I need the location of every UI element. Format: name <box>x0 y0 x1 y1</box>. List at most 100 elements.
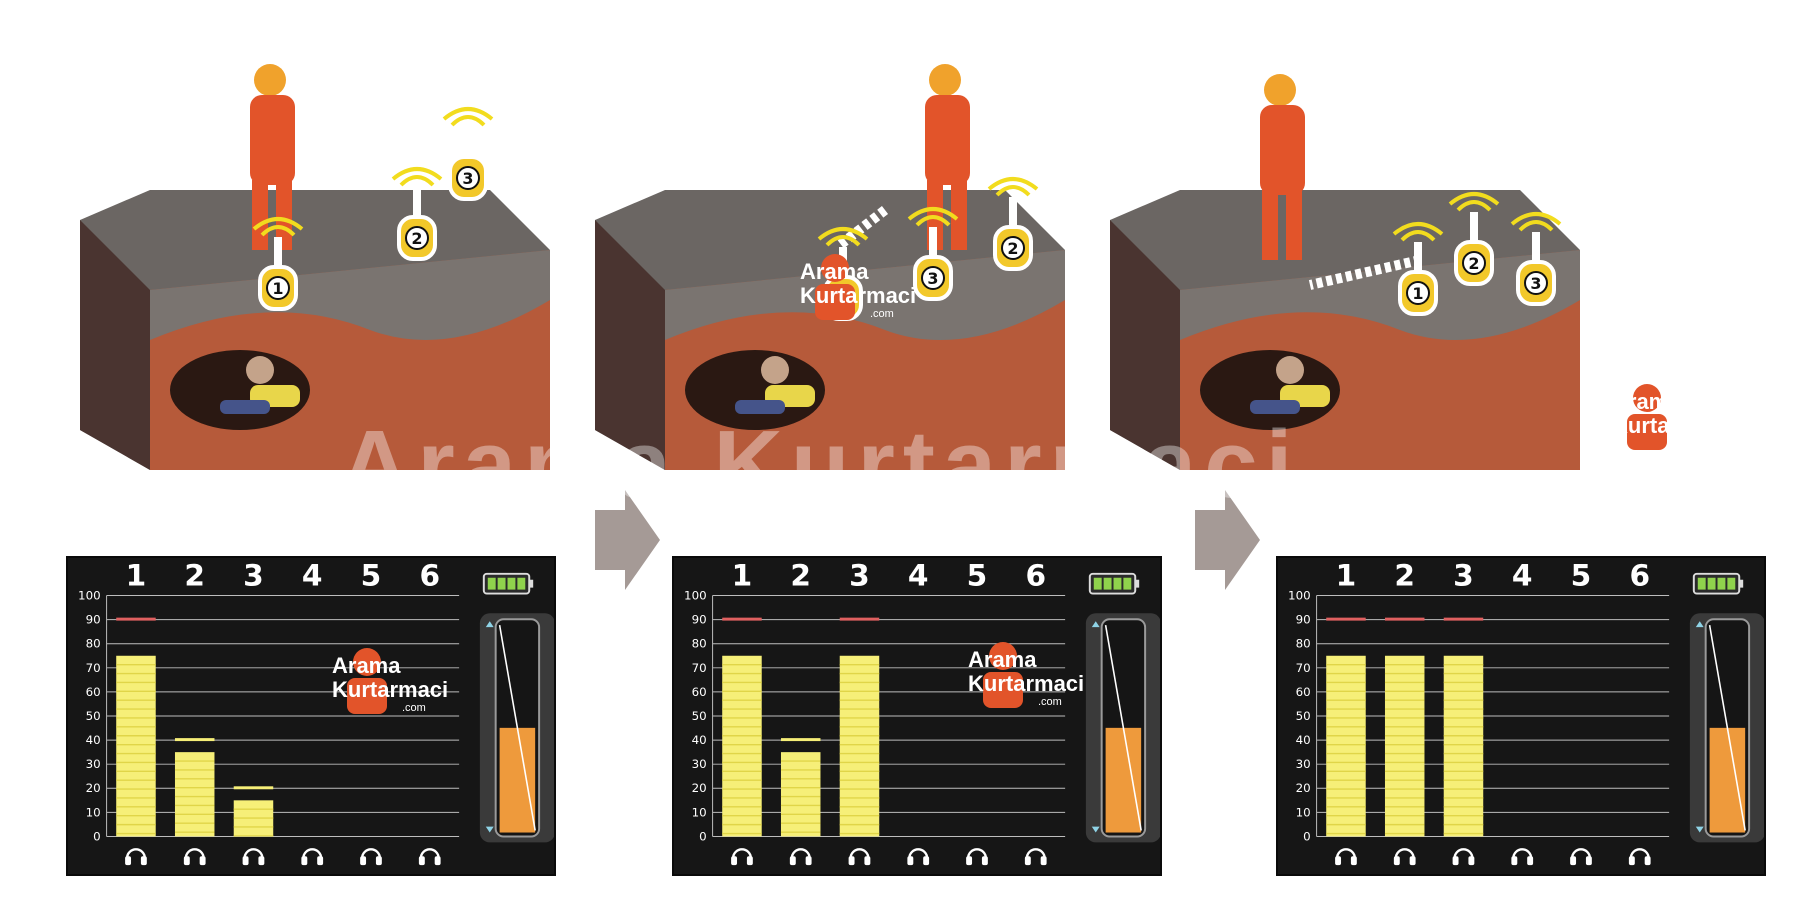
bar <box>839 655 880 837</box>
sensor-probe: 3 <box>442 103 494 203</box>
logo-1: Arama Kurtarmaci .com <box>282 640 452 720</box>
headphones-icon <box>360 848 382 866</box>
headphones-cup <box>1468 856 1475 866</box>
headphones-cup <box>418 856 425 866</box>
battery-cell <box>1103 577 1112 590</box>
headphones-band <box>1394 848 1415 859</box>
headphones-band <box>908 848 929 859</box>
headphones-icon <box>1511 848 1534 866</box>
headphones-cup <box>183 856 190 866</box>
headphones-cup <box>789 856 796 866</box>
channel-label: 4 <box>908 559 929 593</box>
sensor-probe: 2 <box>987 173 1039 273</box>
headphones-icon <box>907 848 930 866</box>
channel-label: 6 <box>419 559 440 593</box>
scene-panel-3 <box>1100 40 1650 540</box>
headphones-cup <box>981 856 988 866</box>
channel-label: 3 <box>849 559 870 593</box>
headphones-cup <box>258 856 265 866</box>
y-tick-label: 40 <box>1296 733 1311 747</box>
headphones-cup <box>301 856 308 866</box>
battery-tip <box>1135 579 1140 588</box>
sensor-probe: 3 <box>1510 208 1562 308</box>
y-tick-label: 50 <box>692 709 707 723</box>
sensor-label: 2 <box>1468 254 1480 273</box>
headphones-cup <box>1393 856 1400 866</box>
y-tick-label: 10 <box>1296 805 1311 819</box>
battery-cell <box>1123 577 1132 590</box>
headphones-band <box>790 848 811 859</box>
headphones-cup <box>360 856 367 866</box>
channel-label: 5 <box>361 559 382 593</box>
logo-2: Arama Kurtarmaci .com <box>918 634 1088 714</box>
channel-label: 2 <box>1394 559 1415 593</box>
step-arrow-1 <box>595 490 665 590</box>
y-tick-label: 60 <box>1296 685 1311 699</box>
headphones-band <box>1512 848 1533 859</box>
battery-icon <box>1088 572 1140 595</box>
scene-panel-1 <box>70 40 620 540</box>
battery-tip <box>529 579 534 588</box>
headphones-band <box>360 848 382 859</box>
logo-line2: Kurtarmaci <box>968 671 1085 696</box>
peak-marker <box>1384 617 1425 621</box>
gain-slope-line <box>498 625 536 831</box>
gain-up-arrow <box>1091 621 1100 628</box>
bar <box>722 655 762 837</box>
logo-line2: Kurtarmaci <box>332 677 449 702</box>
y-tick-label: 50 <box>86 709 101 723</box>
headphones-cup <box>375 856 382 866</box>
void-cavity <box>1200 350 1340 430</box>
logo-4: Arama Kurtarmaci .com <box>1562 376 1732 456</box>
headphones-cup <box>923 856 930 866</box>
bar <box>1384 655 1425 837</box>
victim-head <box>1276 356 1304 384</box>
headphones-icon <box>1628 848 1651 866</box>
headphones-band <box>1453 848 1474 859</box>
victim-head <box>246 356 274 384</box>
battery-cell <box>1707 577 1716 590</box>
y-tick-label: 100 <box>1288 588 1311 602</box>
peak-marker <box>1443 617 1484 621</box>
rescuer-body <box>1260 105 1305 195</box>
headphones-band <box>125 848 147 859</box>
sensor-label: 1 <box>1412 284 1424 303</box>
move-arrow <box>1308 255 1422 290</box>
block-left-face <box>1110 220 1180 470</box>
battery-cell <box>1113 577 1122 590</box>
y-tick-label: 10 <box>86 805 101 819</box>
rescuer-leg <box>951 180 967 250</box>
headphones-icon <box>966 848 988 866</box>
y-tick-label: 0 <box>93 829 101 843</box>
battery-tip <box>1739 579 1744 588</box>
y-tick-label: 70 <box>86 661 101 675</box>
bar <box>780 752 821 837</box>
headphones-cup <box>731 856 738 866</box>
logo-line3: .com <box>1038 696 1062 708</box>
peak-marker <box>839 617 880 621</box>
gain-fill <box>1709 727 1746 833</box>
rescuer-body <box>925 95 970 185</box>
y-tick-label: 40 <box>86 733 101 747</box>
logo-line3: .com <box>870 308 894 320</box>
headphones-cup <box>966 856 973 866</box>
y-tick-label: 0 <box>699 829 707 843</box>
rescuer-helmet <box>254 64 286 96</box>
victim-head <box>761 356 789 384</box>
headphones-icon <box>125 848 147 866</box>
y-tick-label: 20 <box>86 781 101 795</box>
headphones-band <box>302 848 323 859</box>
sensor-probe: 2 <box>1448 188 1500 288</box>
headphones-cup <box>140 856 147 866</box>
battery-cell <box>1717 577 1726 590</box>
headphones-cup <box>1024 856 1031 866</box>
headphones-icon <box>1024 848 1047 866</box>
y-tick-label: 100 <box>78 588 101 602</box>
channel-label: 2 <box>790 559 811 593</box>
headphones-icon <box>301 848 324 866</box>
headphones-cup <box>907 856 914 866</box>
headphones-icon <box>1393 848 1416 866</box>
sensor-probe: 2 <box>391 163 443 263</box>
battery-icon <box>482 572 534 595</box>
